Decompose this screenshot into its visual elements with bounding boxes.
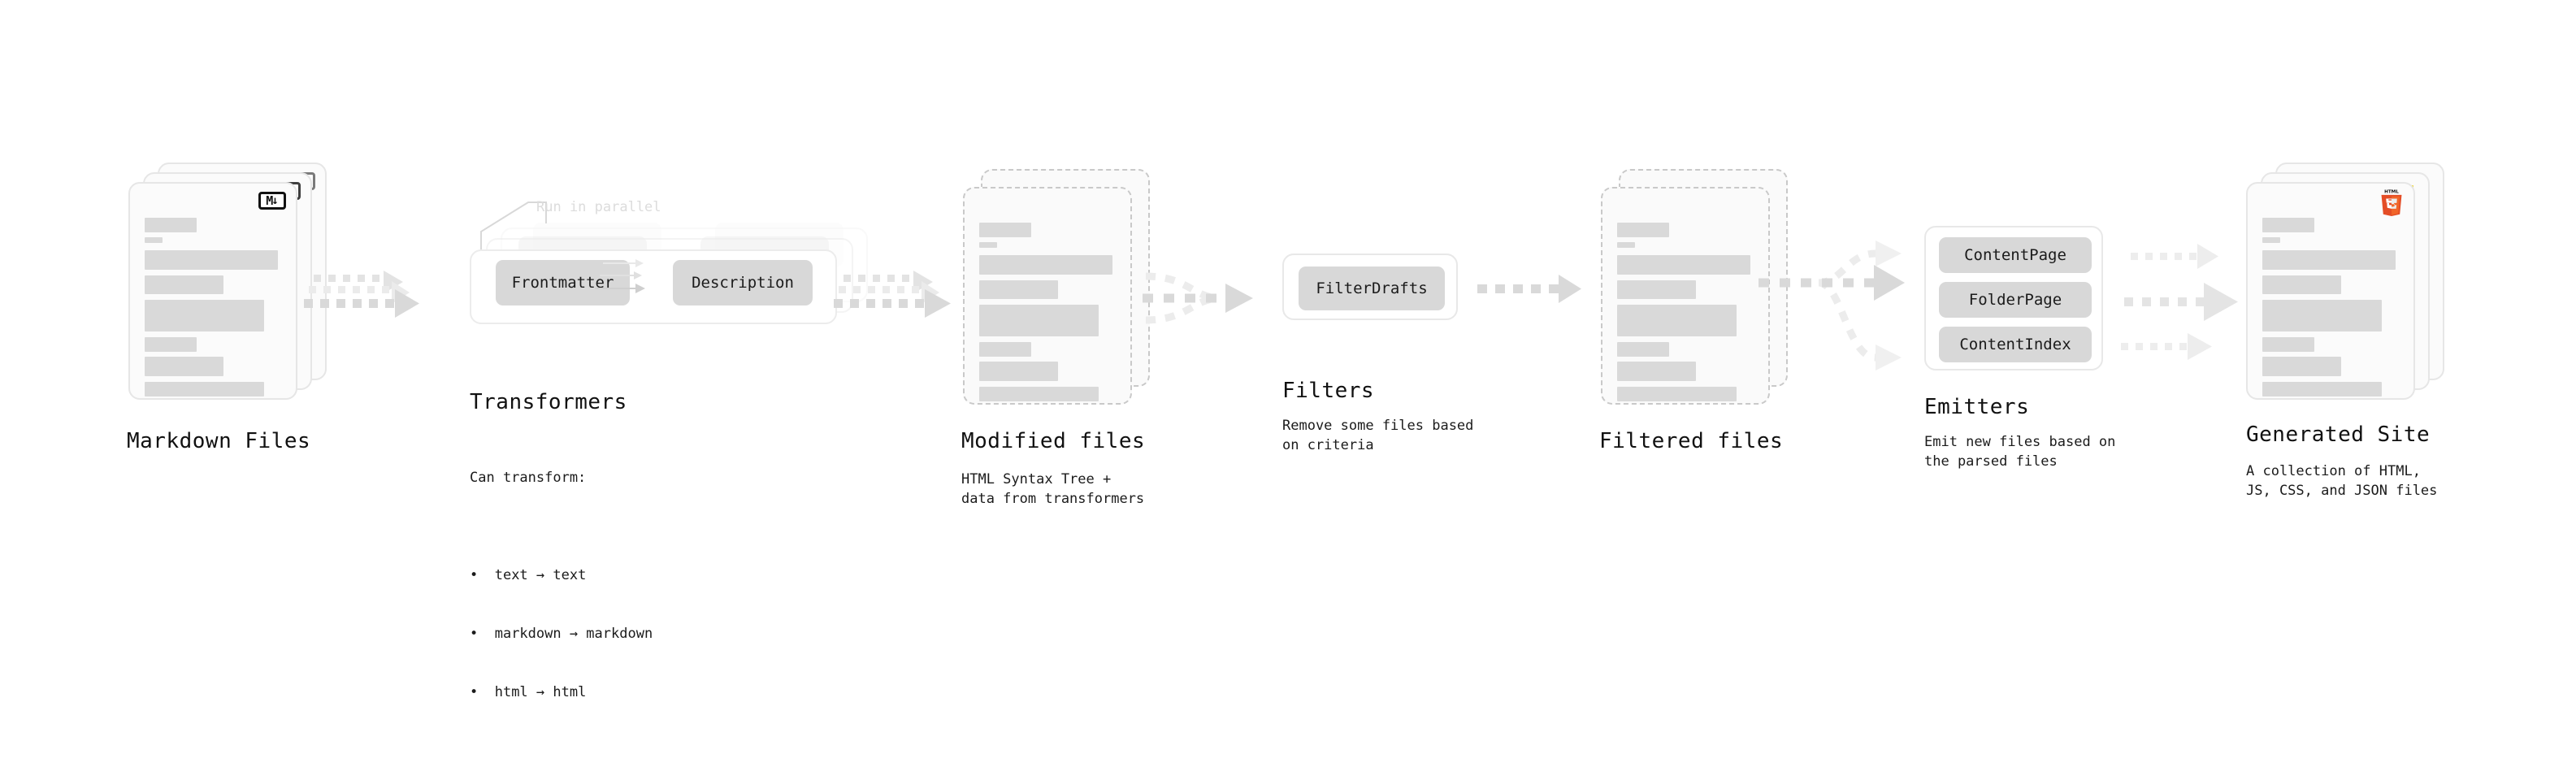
skeleton-bar: [979, 305, 1099, 336]
transformers-subtitle-item: html → html: [470, 682, 653, 702]
filtered-files-title: Filtered files: [1599, 429, 1784, 453]
pipeline-diagram: M↓ M↓ M↓ Markdown Files: [0, 0, 2576, 681]
skeleton-bar: [1617, 342, 1669, 357]
svg-text:HTML: HTML: [2384, 190, 2399, 195]
skeleton-bar: [1617, 362, 1696, 381]
generated-site-title: Generated Site: [2246, 422, 2431, 447]
conn-filters-to-filtered: [1477, 275, 1581, 303]
skeleton-bar: [979, 342, 1031, 357]
skeleton-bar: [2262, 275, 2341, 294]
skeleton-bar: [2262, 337, 2314, 352]
emitter-chip-label: ContentPage: [1964, 246, 2066, 264]
emitters-subtitle: Emit new files based on the parsed files: [1924, 434, 2116, 470]
skeleton-bar: [2262, 218, 2314, 232]
skeleton-bar: [2262, 382, 2382, 396]
skeleton-bar: [145, 337, 197, 352]
html5-badge: HTML: [2381, 190, 2402, 216]
emitter-chip-label: ContentIndex: [1959, 336, 2071, 353]
transformer-chip-description[interactable]: Description: [673, 260, 813, 306]
skeleton-bar: [1617, 242, 1635, 248]
markdown-files-title: Markdown Files: [127, 429, 311, 453]
skeleton-bar: [979, 280, 1058, 299]
transformer-inner-arrows: [595, 259, 645, 293]
transformers-title: Transformers: [470, 390, 627, 414]
emitters-card: ContentPage FolderPage ContentIndex: [1924, 226, 2103, 370]
skeleton-bar: [1617, 305, 1737, 336]
filter-chip-filterdrafts[interactable]: FilterDrafts: [1299, 266, 1445, 310]
filtered-file-card-front: [1601, 187, 1770, 405]
generated-html-file-card: HTML: [2246, 182, 2415, 400]
emitter-chip-folderpage[interactable]: FolderPage: [1939, 282, 2092, 318]
transformers-subtitle-item: text → text: [470, 566, 653, 585]
skeleton-bar: [979, 242, 997, 248]
skeleton-bar: [2262, 357, 2341, 376]
conn-modified-to-filters: [1143, 272, 1253, 324]
emitter-chip-contentpage[interactable]: ContentPage: [1939, 237, 2092, 273]
skeleton-bar: [145, 300, 264, 332]
skeleton-bar: [145, 275, 223, 294]
filters-subtitle: Remove some files based on criteria: [1282, 418, 1474, 453]
conn-transformers-to-modified: [834, 271, 951, 318]
transformer-chip-frontmatter[interactable]: Frontmatter: [496, 260, 630, 306]
skeleton-bar: [145, 250, 278, 270]
modified-files-subtitle: HTML Syntax Tree + data from transformer…: [961, 471, 1145, 507]
emitter-chip-label: FolderPage: [1968, 291, 2062, 309]
transformers-subtitle-lead: Can transform:: [470, 470, 587, 486]
transformer-card-front: Frontmatter Description: [470, 249, 837, 324]
modified-file-card-front: [963, 187, 1132, 405]
transformers-subtitle: Can transform: text → text markdown → ma…: [470, 429, 653, 780]
skeleton-bar: [1617, 223, 1669, 237]
run-in-parallel-bracket: [480, 202, 547, 253]
emitter-chip-contentindex[interactable]: ContentIndex: [1939, 327, 2092, 362]
skeleton-bar: [979, 387, 1099, 401]
modified-files-title: Modified files: [961, 429, 1146, 453]
conn-filtered-to-emitters: [1759, 240, 1905, 370]
transformer-chip-label: Frontmatter: [511, 274, 614, 292]
filter-chip-label: FilterDrafts: [1316, 280, 1428, 297]
emitters-title: Emitters: [1924, 395, 2030, 419]
skeleton-bar: [1617, 387, 1737, 401]
skeleton-bar: [979, 362, 1058, 381]
skeleton-bar: [1617, 255, 1750, 275]
markdown-file-card-front: M↓: [128, 182, 297, 400]
skeleton-bar: [1617, 280, 1696, 299]
skeleton-bar: [979, 255, 1112, 275]
conn-md-to-transformers: [304, 271, 419, 318]
skeleton-bar: [2262, 250, 2396, 270]
skeleton-bar: [979, 223, 1031, 237]
skeleton-bar: [145, 218, 197, 232]
markdown-badge: M↓: [258, 192, 286, 210]
skeleton-bar: [2262, 237, 2280, 243]
skeleton-bar: [2262, 300, 2382, 332]
transformer-chip-label: Description: [692, 274, 794, 292]
conn-emitters-to-site: [2121, 244, 2238, 360]
skeleton-bar: [145, 382, 264, 396]
skeleton-bar: [145, 237, 163, 243]
filters-card: FilterDrafts: [1282, 254, 1458, 320]
skeleton-bar: [145, 357, 223, 376]
generated-site-subtitle: A collection of HTML, JS, CSS, and JSON …: [2246, 463, 2438, 499]
transformers-subtitle-item: markdown → markdown: [470, 624, 653, 644]
filters-title: Filters: [1282, 379, 1375, 403]
run-in-parallel-label: Run in parallel: [536, 199, 661, 215]
